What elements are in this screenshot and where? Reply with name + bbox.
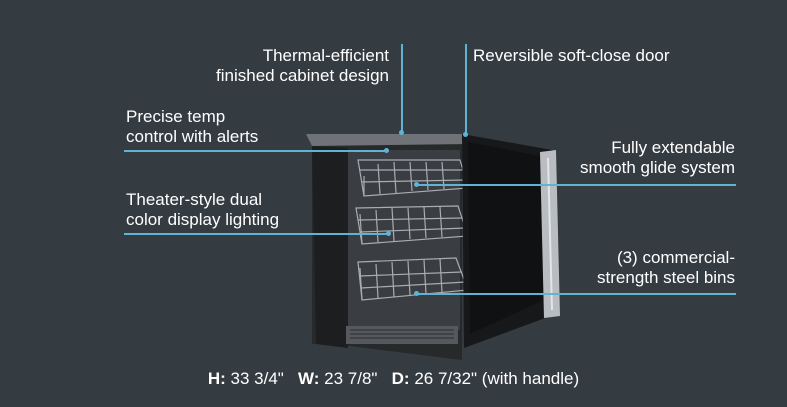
callout-door-line-1: Reversible soft-close door xyxy=(473,46,670,65)
cabinet-leader-dot xyxy=(399,130,404,135)
callout-glide-line-2: smooth glide system xyxy=(580,158,735,177)
width-value: 23 7/8" xyxy=(324,369,378,388)
cabinet-top xyxy=(306,134,470,146)
depth-label: D: xyxy=(391,369,410,388)
door-leader xyxy=(465,44,467,134)
callout-door: Reversible soft-close door xyxy=(473,46,670,66)
callout-temp: Precise temp control with alerts xyxy=(126,107,258,147)
dimensions-line: H: 33 3/4" W: 23 7/8" D: 26 7/32" (with … xyxy=(0,369,787,389)
door-leader-dot xyxy=(463,132,468,137)
kick-plate-vents xyxy=(350,329,454,339)
door-inner xyxy=(468,142,544,334)
bins-leader xyxy=(416,293,736,295)
callout-bins-line-2: strength steel bins xyxy=(597,268,735,287)
cabinet-side xyxy=(312,146,348,348)
kick-plate xyxy=(346,326,458,344)
lighting-leader-dot xyxy=(386,231,391,236)
callout-lighting-line-1: Theater-style dual xyxy=(126,190,263,209)
glide-leader xyxy=(416,184,736,186)
callout-cabinet-line-1: Thermal-efficient xyxy=(262,46,389,65)
height-value: 33 3/4" xyxy=(230,369,284,388)
callout-temp-line-2: control with alerts xyxy=(126,127,259,146)
callout-bins-line-1: (3) commercial- xyxy=(616,248,735,267)
callout-temp-line-1: Precise temp xyxy=(126,107,226,126)
width-label: W: xyxy=(298,369,320,388)
lighting-leader xyxy=(124,233,388,235)
bins-leader-dot xyxy=(414,291,419,296)
height-label: H: xyxy=(207,369,226,388)
callout-lighting-line-2: color display lighting xyxy=(126,210,280,229)
callout-cabinet-line-2: finished cabinet design xyxy=(216,66,389,85)
callout-glide: Fully extendable smooth glide system xyxy=(580,138,735,178)
glide-leader-dot xyxy=(414,182,419,187)
cabinet-leader xyxy=(401,44,403,132)
callout-bins: (3) commercial- strength steel bins xyxy=(597,248,735,288)
callout-lighting: Theater-style dual color display lightin… xyxy=(126,190,279,230)
temp-leader xyxy=(124,150,386,152)
temp-leader-dot xyxy=(384,148,389,153)
callout-cabinet: Thermal-efficient finished cabinet desig… xyxy=(216,46,389,86)
callout-glide-line-1: Fully extendable xyxy=(611,138,735,157)
depth-value: 26 7/32" (with handle) xyxy=(414,369,580,388)
